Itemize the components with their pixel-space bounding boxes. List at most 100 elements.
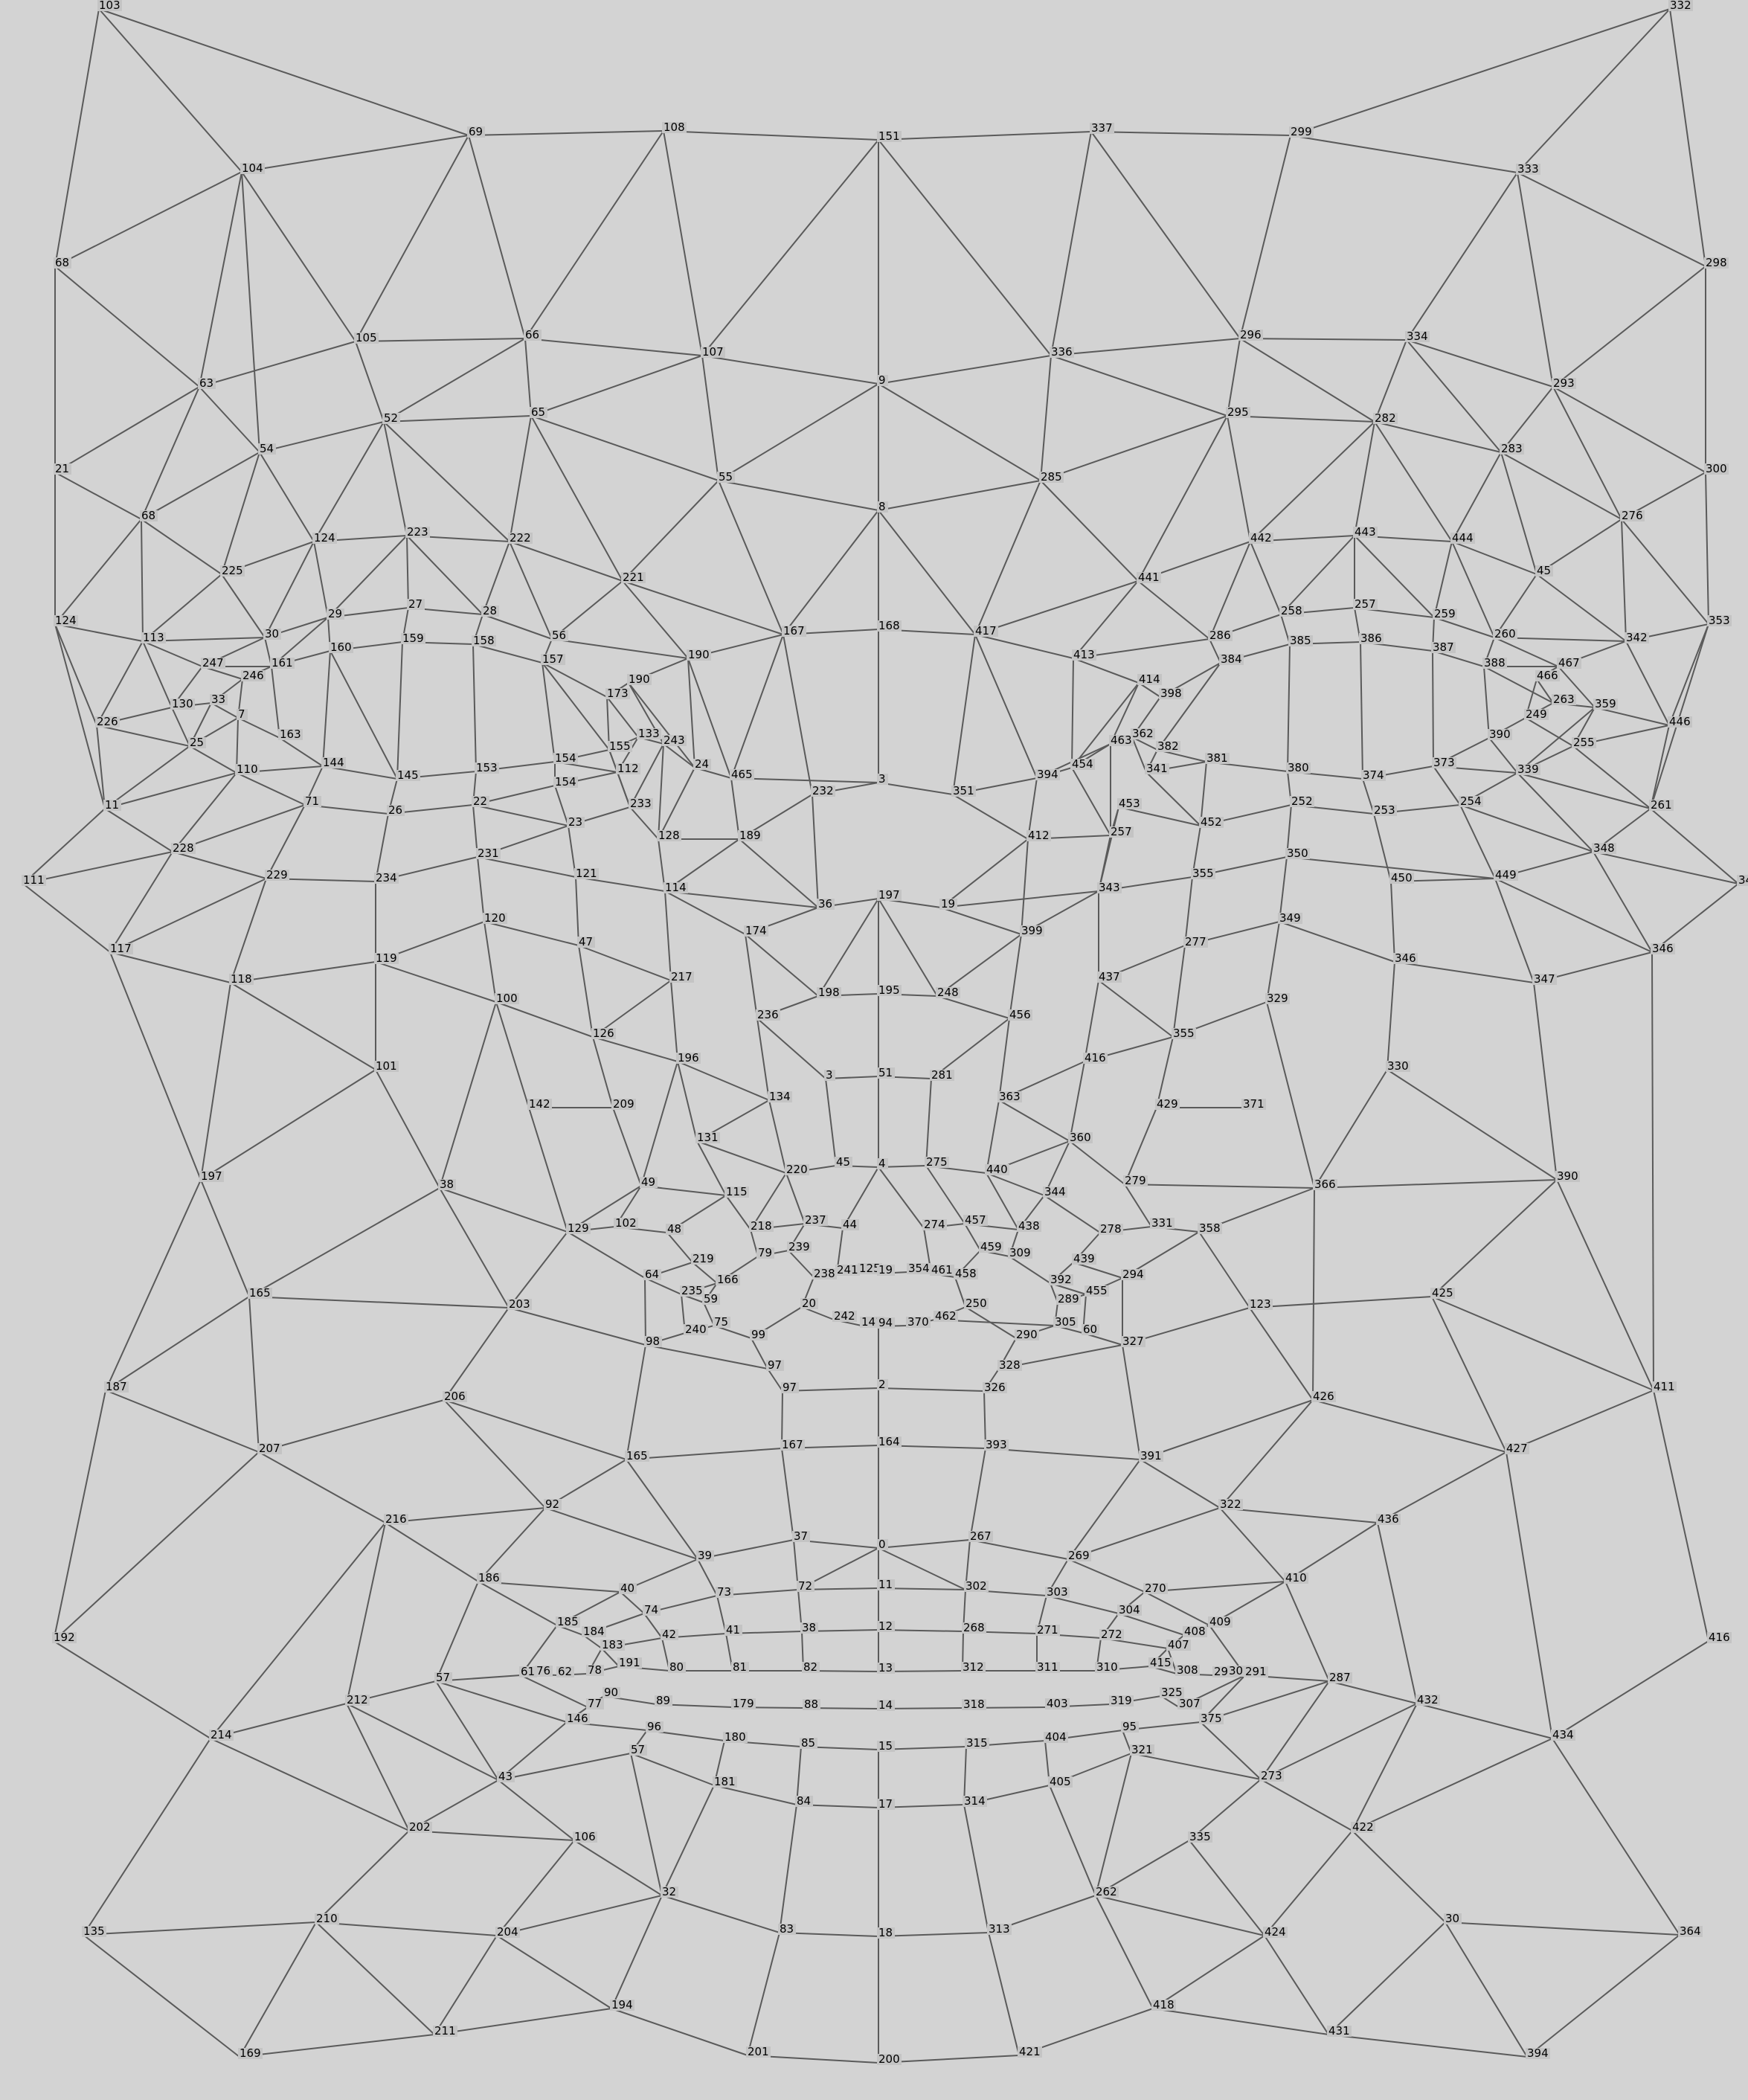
vertex-label-bg xyxy=(625,1451,649,1462)
vertex-label: 130 xyxy=(172,697,193,710)
vertex-label: 202 xyxy=(409,1820,431,1834)
mesh-edge xyxy=(520,1674,588,1708)
mesh-edge xyxy=(54,623,144,642)
vertex-label: 411 xyxy=(1654,1380,1675,1393)
vertex-label: 305 xyxy=(1055,1315,1076,1329)
vertex-label: 399 xyxy=(1021,924,1043,937)
mesh-edge xyxy=(739,838,819,908)
vertex-label: 145 xyxy=(397,768,419,782)
vertex-label: 250 xyxy=(965,1297,987,1310)
vertex-label: 121 xyxy=(576,867,597,880)
vertex-label-bg xyxy=(1085,1285,1109,1297)
vertex-label-bg xyxy=(695,1132,720,1143)
vertex-label-bg xyxy=(1707,1632,1732,1643)
vertex-label: 95 xyxy=(1122,1720,1137,1733)
vertex-label: 363 xyxy=(999,1090,1021,1103)
vertex-label: 444 xyxy=(1452,531,1474,545)
mesh-edge xyxy=(258,1451,386,1523)
vertex-label: 105 xyxy=(356,331,377,344)
vertex-label-bg xyxy=(1288,635,1313,646)
mesh-edge xyxy=(375,813,389,882)
mesh-edge xyxy=(796,1746,802,1805)
vertex-label: 436 xyxy=(1378,1512,1399,1526)
vertex-label: 165 xyxy=(626,1449,648,1462)
vertex-label: 98 xyxy=(646,1335,660,1348)
vertex-label-bg xyxy=(1208,1616,1233,1628)
mesh-edge xyxy=(104,808,173,852)
mesh-edge xyxy=(1459,804,1496,879)
vertex-label: 21 xyxy=(55,462,69,475)
vertex-label-bg xyxy=(481,606,499,617)
mesh-edge xyxy=(230,878,267,983)
vertex-label-bg xyxy=(170,699,195,710)
mesh-edge xyxy=(1067,1507,1221,1560)
vertex-label: 23 xyxy=(568,815,582,829)
vertex-label: 249 xyxy=(1526,707,1547,721)
vertex-label-bg xyxy=(1099,1224,1123,1235)
vertex-label-bg xyxy=(605,688,630,699)
vertex-label: 431 xyxy=(1328,2024,1350,2038)
vertex-label: 112 xyxy=(617,762,639,775)
mesh-edge xyxy=(878,782,954,795)
vertex-label-bg xyxy=(1313,1179,1337,1190)
vertex-label-bg xyxy=(985,1164,1009,1175)
vertex-label: 440 xyxy=(986,1163,1008,1176)
mesh-edge xyxy=(974,634,1038,779)
vertex-label: 293 xyxy=(1553,376,1575,390)
vertex-label-bg xyxy=(1431,642,1456,653)
vertex-label: 465 xyxy=(731,768,753,781)
vertex-label: 173 xyxy=(607,687,629,700)
mesh-edge xyxy=(1044,1195,1101,1233)
vertex-label: 186 xyxy=(478,1571,500,1584)
mesh-edge xyxy=(1260,1779,1353,1831)
mesh-edge xyxy=(172,772,237,852)
vertex-label: 142 xyxy=(529,1097,550,1111)
vertex-label-bg xyxy=(476,848,501,859)
vertex-label: 197 xyxy=(201,1169,222,1183)
vertex-label: 36 xyxy=(818,897,832,911)
vertex-label-bg xyxy=(198,378,216,389)
mesh-edge xyxy=(383,338,526,423)
mesh-edge xyxy=(626,1344,646,1460)
vertex-label-bg xyxy=(1130,1744,1154,1756)
vertex-label-bg xyxy=(201,658,225,669)
mesh-edge xyxy=(1098,835,1111,892)
vertex-label: 106 xyxy=(574,1830,596,1843)
vertex-label-bg xyxy=(713,1317,730,1328)
vertex-label: 220 xyxy=(786,1163,808,1176)
vertex-label-bg xyxy=(877,501,888,513)
vertex-label: 115 xyxy=(726,1185,748,1198)
vertex-label-bg xyxy=(1592,843,1616,854)
mesh-edge xyxy=(355,338,526,342)
vertex-label-bg xyxy=(278,729,303,740)
vertex-label-bg xyxy=(965,1738,989,1749)
vertex-label: 343 xyxy=(1099,881,1120,894)
vertex-label: 455 xyxy=(1086,1284,1108,1297)
vertex-label-bg xyxy=(731,1662,749,1673)
vertex-label: 88 xyxy=(804,1698,818,1711)
mesh-edge xyxy=(626,1459,698,1560)
vertex-label-bg xyxy=(1109,826,1134,838)
vertex-label-bg xyxy=(472,796,489,807)
mesh-edge xyxy=(498,1721,568,1781)
mesh-edge xyxy=(530,415,623,582)
vertex-label-bg xyxy=(265,870,289,881)
vertex-label-bg xyxy=(1652,1381,1677,1393)
vertex-label-bg xyxy=(1444,1913,1462,1924)
vertex-label: 165 xyxy=(249,1286,271,1300)
mesh-edge xyxy=(542,662,556,762)
mesh-edge xyxy=(687,658,695,768)
vertex-label: 29 xyxy=(328,607,342,620)
vertex-label-bg xyxy=(716,1274,740,1285)
vertex-label-bg xyxy=(229,974,254,985)
vertex-label: 102 xyxy=(615,1216,637,1230)
mesh-edge xyxy=(472,804,569,826)
mesh-edge xyxy=(878,131,1092,141)
mesh-edge xyxy=(1488,737,1518,774)
mesh-edge xyxy=(1069,1061,1085,1142)
vertex-label-bg xyxy=(662,122,687,133)
vertex-label-bg xyxy=(556,1666,574,1677)
vertex-label: 48 xyxy=(667,1222,681,1236)
vertex-label: 25 xyxy=(190,736,204,749)
mesh-edge xyxy=(1122,1344,1141,1460)
